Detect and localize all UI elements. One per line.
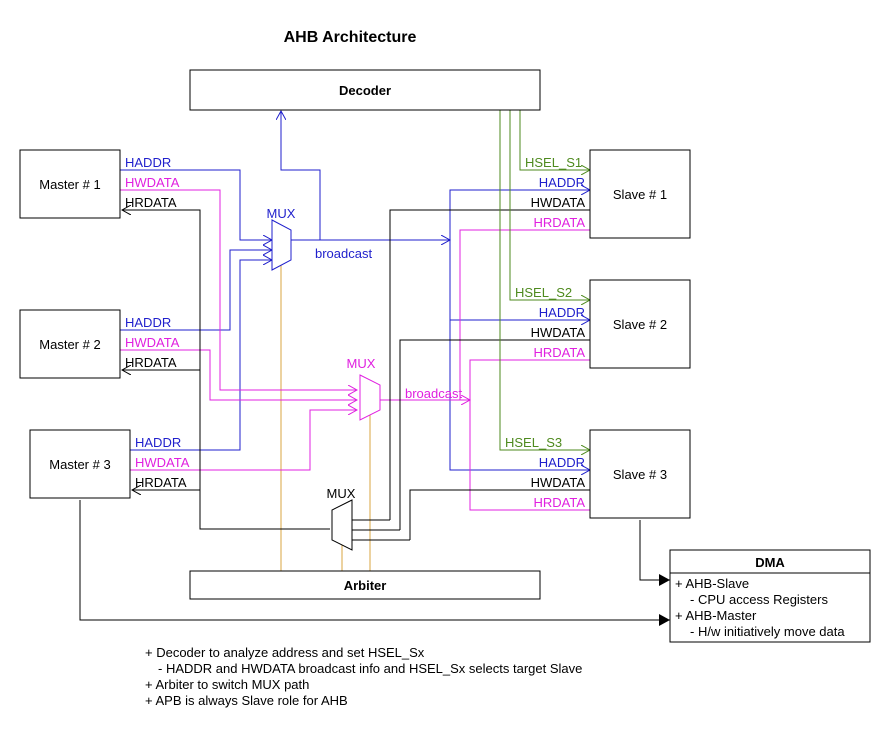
- hrdata-mux: [331, 499, 353, 551]
- arbiter-block: [189, 570, 541, 600]
- m1-hwdata-label: HWDATA: [125, 175, 180, 190]
- hrdata-mux-label: MUX: [327, 486, 356, 501]
- note-4: + APB is always Slave role for AHB: [145, 693, 348, 708]
- hwdata-wires: [120, 189, 590, 511]
- s1-hrdata-label: HRDATA: [533, 215, 585, 230]
- slave3-label: Slave # 3: [613, 467, 667, 482]
- haddr-broadcast-label: broadcast: [315, 246, 372, 261]
- m3-hrdata-label: HRDATA: [135, 475, 187, 490]
- dma-block: [669, 549, 871, 643]
- s3-hwdata-label: HWDATA: [531, 475, 586, 490]
- master1-label: Master # 1: [39, 177, 100, 192]
- m2-hrdata-label: HRDATA: [125, 355, 177, 370]
- haddr-mux: [271, 219, 292, 271]
- note-1: + Decoder to analyze address and set HSE…: [145, 645, 425, 660]
- decoder-block: [189, 69, 541, 111]
- hsel-wires: [499, 110, 590, 450]
- s3-hrdata-label: HRDATA: [533, 495, 585, 510]
- master2-label: Master # 2: [39, 337, 100, 352]
- s3-haddr-label: HADDR: [539, 455, 585, 470]
- s1-hsel-label: HSEL_S1: [525, 155, 582, 170]
- slave2-block: [589, 279, 691, 369]
- arbiter-label: Arbiter: [344, 578, 387, 593]
- slave2-label: Slave # 2: [613, 317, 667, 332]
- haddr-wires: [120, 111, 590, 470]
- m1-hrdata-label: HRDATA: [125, 195, 177, 210]
- s3-hsel-label: HSEL_S3: [505, 435, 562, 450]
- decoder-label: Decoder: [339, 83, 391, 98]
- hwdata-mux-label: MUX: [347, 356, 376, 371]
- s2-haddr-label: HADDR: [539, 305, 585, 320]
- m3-hwdata-label: HWDATA: [135, 455, 190, 470]
- dma-line-1: + AHB-Slave: [675, 576, 749, 591]
- diagram-title: AHB Architecture: [284, 29, 417, 46]
- hwdata-mux: [359, 374, 381, 421]
- master2-block: [19, 309, 121, 379]
- s1-haddr-label: HADDR: [539, 175, 585, 190]
- dma-title: DMA: [755, 555, 785, 570]
- dma-line-2: - CPU access Registers: [690, 592, 828, 607]
- note-2: - HADDR and HWDATA broadcast info and HS…: [158, 661, 582, 676]
- slave1-block: [589, 149, 691, 239]
- s2-hrdata-label: HRDATA: [533, 345, 585, 360]
- m2-haddr-label: HADDR: [125, 315, 171, 330]
- dma-line-4: - H/w initiatively move data: [690, 624, 845, 639]
- master1-block: [19, 149, 121, 219]
- m2-hwdata-label: HWDATA: [125, 335, 180, 350]
- slave3-block: [589, 429, 691, 519]
- note-3: + Arbiter to switch MUX path: [145, 677, 309, 692]
- s1-hwdata-label: HWDATA: [531, 195, 586, 210]
- master3-label: Master # 3: [49, 457, 110, 472]
- haddr-mux-label: MUX: [267, 206, 296, 221]
- slave1-label: Slave # 1: [613, 187, 667, 202]
- m3-haddr-label: HADDR: [135, 435, 181, 450]
- hrdata-wires: [122, 210, 590, 541]
- master3-block: [29, 429, 131, 499]
- arbiter-control-lines: [280, 262, 371, 571]
- dma-wires: [79, 500, 670, 626]
- hwdata-broadcast-label: broadcast: [405, 386, 462, 401]
- dma-line-3: + AHB-Master: [675, 608, 757, 623]
- m1-haddr-label: HADDR: [125, 155, 171, 170]
- s2-hwdata-label: HWDATA: [531, 325, 586, 340]
- s2-hsel-label: HSEL_S2: [515, 285, 572, 300]
